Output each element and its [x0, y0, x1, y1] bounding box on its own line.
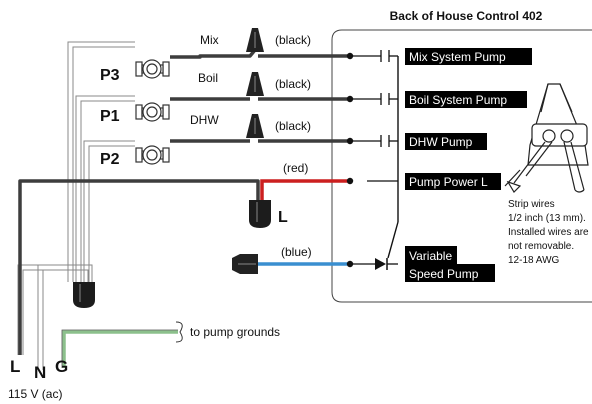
supply-label-G: G	[55, 357, 68, 376]
diode-symbol	[350, 258, 398, 270]
label-box-vs1	[405, 246, 457, 264]
wire-label-red: (red)	[283, 161, 308, 175]
terminal-dot-dhw	[346, 137, 354, 145]
terminal-label-dhw: DHW Pump	[409, 135, 473, 149]
wire-nut-neutral	[73, 282, 95, 308]
wire-label-black-2: (black)	[275, 77, 311, 91]
wire-nut-blue	[232, 254, 258, 274]
supply-label-L: L	[10, 357, 20, 376]
note-line-1: Strip wires	[508, 199, 555, 210]
white-wire-pair	[17, 41, 135, 355]
terminal-label-mix: Mix System Pump	[409, 50, 506, 64]
ground-wire-edge	[61, 329, 178, 368]
note-line-2: 1/2 inch (13 mm).	[508, 213, 586, 224]
terminal-dot-mix	[346, 52, 354, 60]
wire-label-black-1: (black)	[275, 33, 311, 47]
pump-tag-p3: P3	[100, 67, 120, 84]
label-box-mix	[405, 48, 532, 65]
terminal-dot-boil	[346, 95, 354, 103]
supply-label-N: N	[34, 363, 46, 382]
label-box-dhw	[405, 133, 487, 150]
wire-nut-mix	[246, 28, 264, 52]
note-line-4: not removable.	[508, 241, 574, 252]
control-panel-outline	[331, 29, 592, 303]
relay-contact-mix	[350, 50, 398, 62]
wire-nut-L	[249, 200, 271, 228]
terminal-label-variable: Variable	[409, 249, 452, 263]
terminal-label-power: Pump Power L	[409, 175, 488, 189]
pump-icon-p1	[135, 102, 170, 122]
label-box-vs2	[405, 264, 495, 282]
connector-detail-icon	[504, 83, 589, 193]
pump-icon-p3	[135, 59, 170, 79]
pump-name-boil: Boil	[198, 71, 218, 85]
ground-wire	[62, 330, 178, 368]
pump-name-dhw: DHW	[190, 113, 219, 127]
pump-tag-p1: P1	[100, 108, 120, 125]
label-box-power	[405, 173, 501, 190]
note-line-3: Installed wires are	[508, 227, 589, 238]
relay-contact-boil	[350, 93, 398, 105]
bus-line-diag	[387, 221, 399, 259]
panel-title: Back of House Control 402	[390, 9, 543, 23]
terminal-dot-power	[346, 177, 354, 185]
red-wire	[260, 179, 350, 200]
pump-name-mix: Mix	[200, 33, 219, 47]
label-box-boil	[405, 91, 527, 108]
relay-contact-dhw	[350, 135, 398, 147]
connector-L-label: L	[278, 209, 288, 226]
wire-nut-dhw	[246, 114, 264, 138]
pump-icon-p2	[135, 145, 170, 165]
terminal-dot-vs	[346, 260, 354, 268]
terminal-label-boil: Boil System Pump	[409, 93, 507, 107]
ground-break-symbol	[175, 321, 183, 343]
supply-voltage: 115 V (ac)	[8, 387, 62, 401]
ground-note: to pump grounds	[190, 325, 280, 339]
dark-wires	[18, 48, 348, 355]
note-line-5: 12-18 AWG	[508, 255, 560, 266]
wire-label-black-3: (black)	[275, 119, 311, 133]
wire-label-blue: (blue)	[281, 245, 312, 259]
terminal-label-speed-pump: Speed Pump	[409, 267, 479, 281]
wire-nut-boil	[246, 72, 264, 96]
pump-tag-p2: P2	[100, 151, 120, 168]
